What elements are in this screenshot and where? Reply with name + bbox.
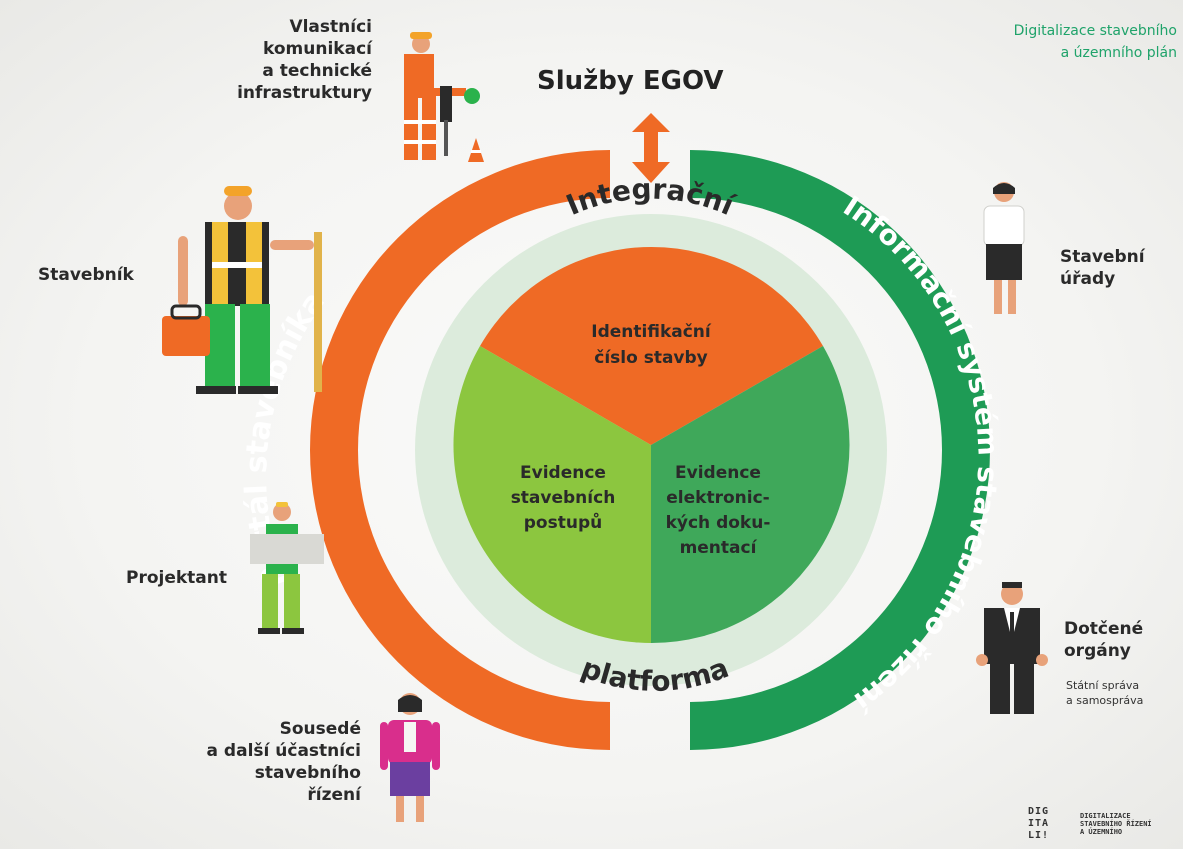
digitalizace-logo: DIG ITA LI! DIGITALIZACE STAVEBNÍHO ŘÍZE…	[1028, 806, 1183, 846]
actor-stavebni-urady: Stavební úřady	[1060, 246, 1145, 290]
actor-vlastnici: Vlastníci komunikací a technické infrast…	[237, 16, 372, 104]
segment-right-line1: Evidence	[675, 463, 761, 483]
core-circle	[453, 246, 850, 644]
actor-organy-line2: orgány	[1064, 641, 1131, 661]
actor-sousede-line3: stavebního	[254, 763, 361, 783]
builder-icon	[162, 186, 322, 394]
presentation-title: Digitalizace stavebního a územního plán	[1014, 20, 1177, 64]
presentation-title-line2: a územního plán	[1060, 45, 1177, 61]
segment-right-line2: elektronic-	[666, 488, 769, 508]
segment-identifikacni-cislo	[480, 246, 823, 445]
actor-sousede-line2: a další účastníci	[206, 741, 361, 761]
actor-organy-sub-line2: a samospráva	[1066, 694, 1144, 707]
logo-mark-line1: DIG	[1028, 806, 1050, 817]
actor-vlastnici-line1: Vlastníci	[289, 17, 372, 37]
logo-mark-line3: LI!	[1028, 830, 1050, 841]
logo-word-line3: A ÚZEMNÍHO	[1080, 828, 1123, 836]
egov-services-label: Služby EGOV	[537, 66, 724, 96]
logo-wordmark: DIGITALIZACE STAVEBNÍHO ŘÍZENÍ A ÚZEMNÍH…	[1080, 812, 1152, 836]
actor-sousede: Sousedé a další účastníci stavebního říz…	[207, 718, 361, 806]
portal-stavebnika-ring	[310, 150, 610, 750]
actor-vlastnici-line4: infrastruktury	[237, 83, 372, 103]
actor-organy-subtitle: Státní správa a samospráva	[1066, 678, 1143, 708]
actor-urady-line2: úřady	[1060, 269, 1116, 289]
segment-evidence-postupu	[453, 346, 651, 643]
actor-vlastnici-line3: a technické	[262, 61, 372, 81]
actor-organy-sub-line1: Státní správa	[1066, 679, 1140, 692]
segment-left-line2: stavebních	[511, 488, 616, 508]
office-clerk-icon	[983, 182, 1025, 314]
road-worker-icon	[404, 32, 484, 162]
logo-mark: DIG ITA LI!	[1028, 806, 1049, 842]
official-icon	[976, 582, 1048, 714]
segment-left-line1: Evidence	[520, 463, 606, 483]
actor-projektant: Projektant	[126, 568, 228, 588]
actor-urady-line1: Stavební	[1060, 247, 1145, 267]
segment-evidence-dokumentaci	[651, 346, 850, 644]
actor-stavebnik: Stavebník	[38, 265, 134, 285]
designer-icon	[250, 502, 324, 634]
segment-left-line3: postupů	[524, 511, 602, 533]
actor-dotcene-organy: Dotčené orgány	[1064, 618, 1143, 662]
segment-top-line2: číslo stavby	[594, 348, 708, 368]
double-arrow-icon	[632, 113, 670, 183]
segment-right-line4: mentací	[680, 538, 758, 558]
logo-word-line1: DIGITALIZACE	[1080, 812, 1131, 820]
informacni-system-ring	[690, 150, 990, 750]
segment-right-line3: kých doku-	[666, 513, 771, 533]
actor-sousede-line4: řízení	[307, 785, 361, 805]
logo-word-line2: STAVEBNÍHO ŘÍZENÍ	[1080, 820, 1152, 828]
logo-mark-line2: ITA	[1028, 818, 1050, 829]
actor-organy-line1: Dotčené	[1064, 619, 1144, 639]
segment-top-line1: Identifikační	[591, 322, 712, 342]
presentation-title-line1: Digitalizace stavebního	[1013, 23, 1177, 39]
neighbor-icon	[380, 693, 440, 822]
actor-vlastnici-line2: komunikací	[263, 39, 372, 59]
actor-sousede-line1: Sousedé	[279, 719, 361, 739]
